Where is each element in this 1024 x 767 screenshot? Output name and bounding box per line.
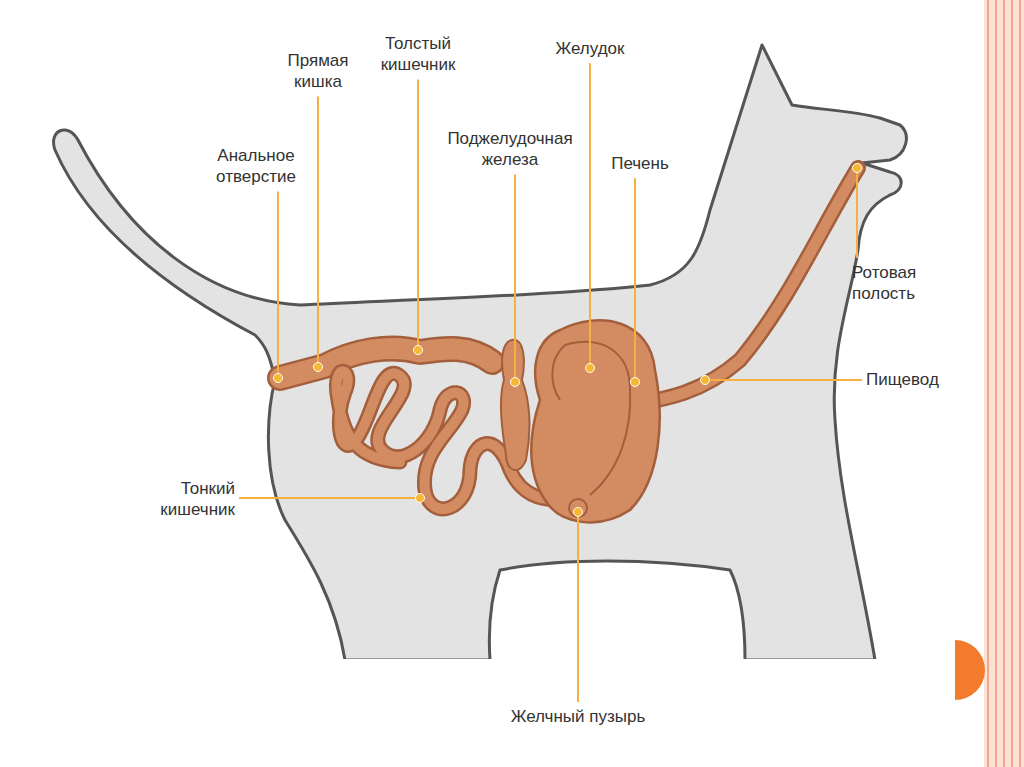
leader-dot bbox=[416, 494, 425, 503]
part-label: Анальное отверстие bbox=[216, 145, 296, 188]
leader-line bbox=[239, 497, 420, 499]
cat-silhouette bbox=[54, 45, 907, 660]
slide-border bbox=[955, 0, 1024, 767]
gall-bladder bbox=[569, 499, 587, 517]
leader-dot bbox=[574, 508, 583, 517]
leader-dot bbox=[631, 378, 640, 387]
part-label: Желчный пузырь bbox=[511, 706, 646, 727]
liver-stomach bbox=[531, 320, 659, 522]
part-label: Прямая кишка bbox=[287, 50, 348, 93]
part-label: Тонкий кишечник bbox=[160, 478, 235, 521]
leader-dot bbox=[853, 164, 862, 173]
part-label: Пищевод bbox=[866, 369, 939, 390]
leader-dot bbox=[586, 364, 595, 373]
leader-line bbox=[417, 80, 419, 351]
bottom-cut bbox=[300, 659, 900, 669]
leader-line bbox=[634, 178, 636, 382]
stomach-outline bbox=[552, 342, 630, 495]
leader-line bbox=[705, 379, 862, 381]
leader-line bbox=[514, 175, 516, 383]
part-label: Ротовая полость bbox=[852, 262, 916, 305]
leader-dot bbox=[511, 378, 520, 387]
leader-line bbox=[856, 168, 858, 258]
leader-line bbox=[589, 63, 591, 368]
leader-line bbox=[317, 97, 319, 368]
leader-line bbox=[577, 512, 579, 702]
leader-dot bbox=[414, 346, 423, 355]
leader-dot bbox=[701, 376, 710, 385]
part-label: Печень bbox=[611, 153, 669, 174]
part-label: Поджелудочная железа bbox=[447, 128, 572, 171]
leader-line bbox=[277, 192, 279, 379]
part-label: Толстый кишечник bbox=[381, 33, 456, 76]
leader-dot bbox=[274, 374, 283, 383]
part-label: Желудок bbox=[555, 38, 624, 59]
leader-dot bbox=[314, 363, 323, 372]
